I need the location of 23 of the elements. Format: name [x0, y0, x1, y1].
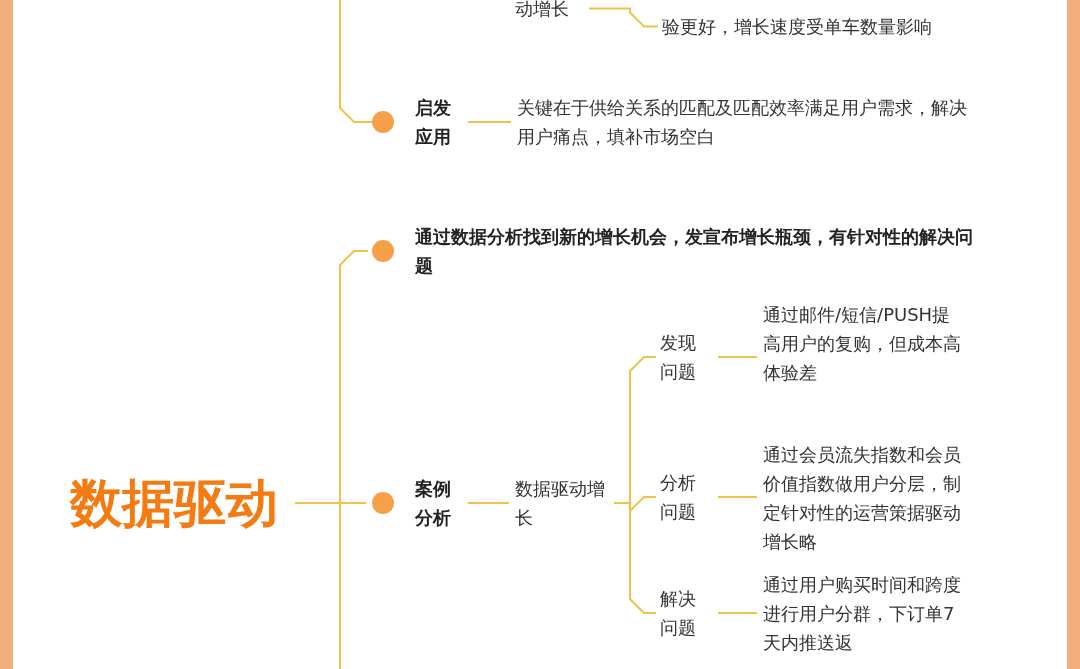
connector-line: [339, 0, 373, 123]
connector-line: [717, 612, 758, 614]
topic-text: 通过邮件/短信/PUSH提高用户的复购，但成本高体验差: [763, 300, 968, 387]
topic-text: 发现问题: [660, 328, 712, 386]
connector-line: [717, 496, 758, 498]
topic-text: 动增长: [515, 0, 585, 23]
topic-text: 通过用户购买时间和跨度进行用户分群，下订单7天内推送返: [763, 570, 968, 657]
connector-line: [588, 7, 659, 28]
topic-text: 验更好，增长速度受单车数量影响: [662, 12, 972, 41]
central-topic: 数据驱动: [70, 473, 295, 533]
connector-line: [717, 356, 758, 358]
connector-line: [467, 121, 512, 123]
topic-text: 关键在于供给关系的匹配及匹配效率满足用户需求，解决用户痛点，填补市场空白: [517, 93, 979, 151]
connector-line: [467, 502, 510, 504]
topic-text: 分析问题: [660, 468, 712, 526]
topic-text: 解决问题: [660, 584, 712, 642]
topic-label: 案例分析: [415, 477, 451, 530]
topic-label: 启发应用: [415, 96, 451, 149]
connector-line: [613, 502, 657, 614]
topic-text: 通过会员流失指数和会员价值指数做用户分层，制定针对性的运营策据驱动增长略: [763, 440, 968, 556]
topic-text: 数据驱动增长: [515, 474, 610, 532]
topic-label: 通过数据分析找到新的增长机会，发宣布增长瓶颈，有针对性的解决问题: [415, 225, 974, 278]
connector-line: [294, 502, 341, 669]
